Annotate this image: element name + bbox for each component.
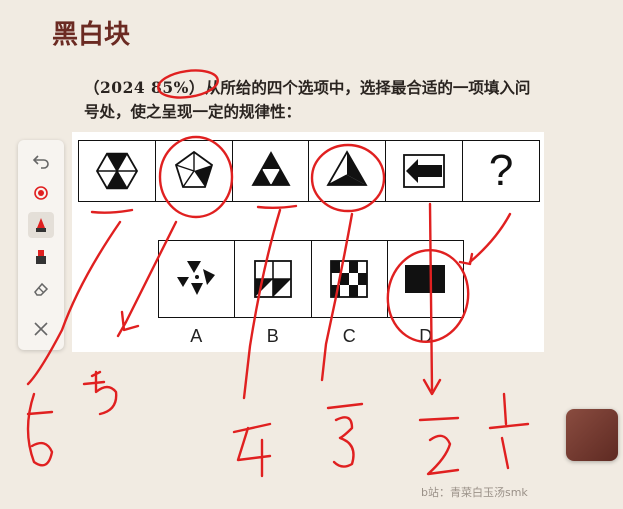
- ink-circle-option-d: [386, 248, 470, 344]
- ink-tick-3: [326, 402, 364, 410]
- question-line-2: 号处，使之呈现一定的规律性：: [84, 103, 302, 121]
- option-a-figure[interactable]: [159, 241, 236, 317]
- question-mark: ?: [488, 146, 514, 195]
- figure-3-triangle: [233, 141, 310, 201]
- option-b-label[interactable]: B: [266, 326, 279, 346]
- option-d-figure[interactable]: [388, 241, 463, 317]
- figure-1-hexagon: [79, 141, 156, 201]
- option-labels: A B C D: [158, 326, 464, 347]
- page-title: 黑白块: [52, 20, 131, 50]
- ink-underline-3: [256, 204, 298, 209]
- laser-pointer-icon: [34, 186, 48, 200]
- figure-2-pentagon: [156, 141, 233, 201]
- ink-arrow-5: [422, 378, 442, 396]
- ink-tick-5: [82, 380, 106, 386]
- question-text: （2024 85%）从所给的四个选项中，选择最合适的一项填入问 号处，使之呈现一…: [84, 76, 604, 124]
- ink-line-1: [26, 220, 122, 386]
- corner-thumbnail[interactable]: [566, 409, 618, 461]
- watermark: b站：青菜白玉汤smk: [421, 486, 528, 499]
- ink-circle-source: [157, 69, 219, 99]
- ink-line-6: [468, 212, 512, 264]
- highlighter-icon: [36, 250, 46, 264]
- ink-digit-5: [90, 370, 118, 416]
- undo-icon: [32, 155, 49, 169]
- undo-button[interactable]: [28, 148, 54, 174]
- ink-tick-4: [232, 422, 272, 434]
- option-c-label[interactable]: C: [342, 326, 356, 346]
- ink-line-4: [320, 212, 354, 382]
- question-row: ?: [78, 140, 540, 202]
- ink-tick-2: [418, 416, 460, 422]
- laser-pointer-button[interactable]: [28, 180, 54, 206]
- pen-red-icon: [36, 218, 46, 232]
- ink-circle-figure-4: [310, 143, 386, 213]
- eraser-icon: [34, 282, 49, 296]
- figure-6-question-mark: ?: [463, 141, 539, 201]
- ink-tick-6: [26, 410, 54, 416]
- ink-digit-6: [26, 392, 54, 467]
- ink-circle-figure-2: [158, 135, 234, 219]
- ink-digit-2: [426, 434, 460, 476]
- figure-5-arrow: [386, 141, 464, 201]
- annotation-toolbar: [18, 140, 64, 350]
- puzzle-figure: ?: [72, 132, 544, 352]
- ink-digit-1: [500, 392, 510, 470]
- ink-line-3: [242, 208, 282, 400]
- ink-line-5: [428, 202, 434, 392]
- highlighter-button[interactable]: [28, 244, 54, 270]
- close-icon: [34, 322, 48, 336]
- ink-underline-1: [90, 208, 134, 214]
- figure-4-triangle-split: [309, 141, 387, 201]
- ink-arrow-6: [458, 252, 474, 266]
- option-a-label[interactable]: A: [190, 326, 203, 346]
- ink-tick-1: [488, 422, 530, 430]
- ink-line-2: [116, 220, 178, 338]
- ink-digit-4: [236, 426, 272, 478]
- question-line-1: 从所给的四个选项中，选择最合适的一项填入问: [204, 79, 531, 97]
- ink-digit-3: [332, 416, 355, 468]
- close-button[interactable]: [28, 316, 54, 342]
- question-source: （2024 85%）: [84, 78, 205, 97]
- eraser-button[interactable]: [28, 276, 54, 302]
- pen-red-button[interactable]: [28, 212, 54, 238]
